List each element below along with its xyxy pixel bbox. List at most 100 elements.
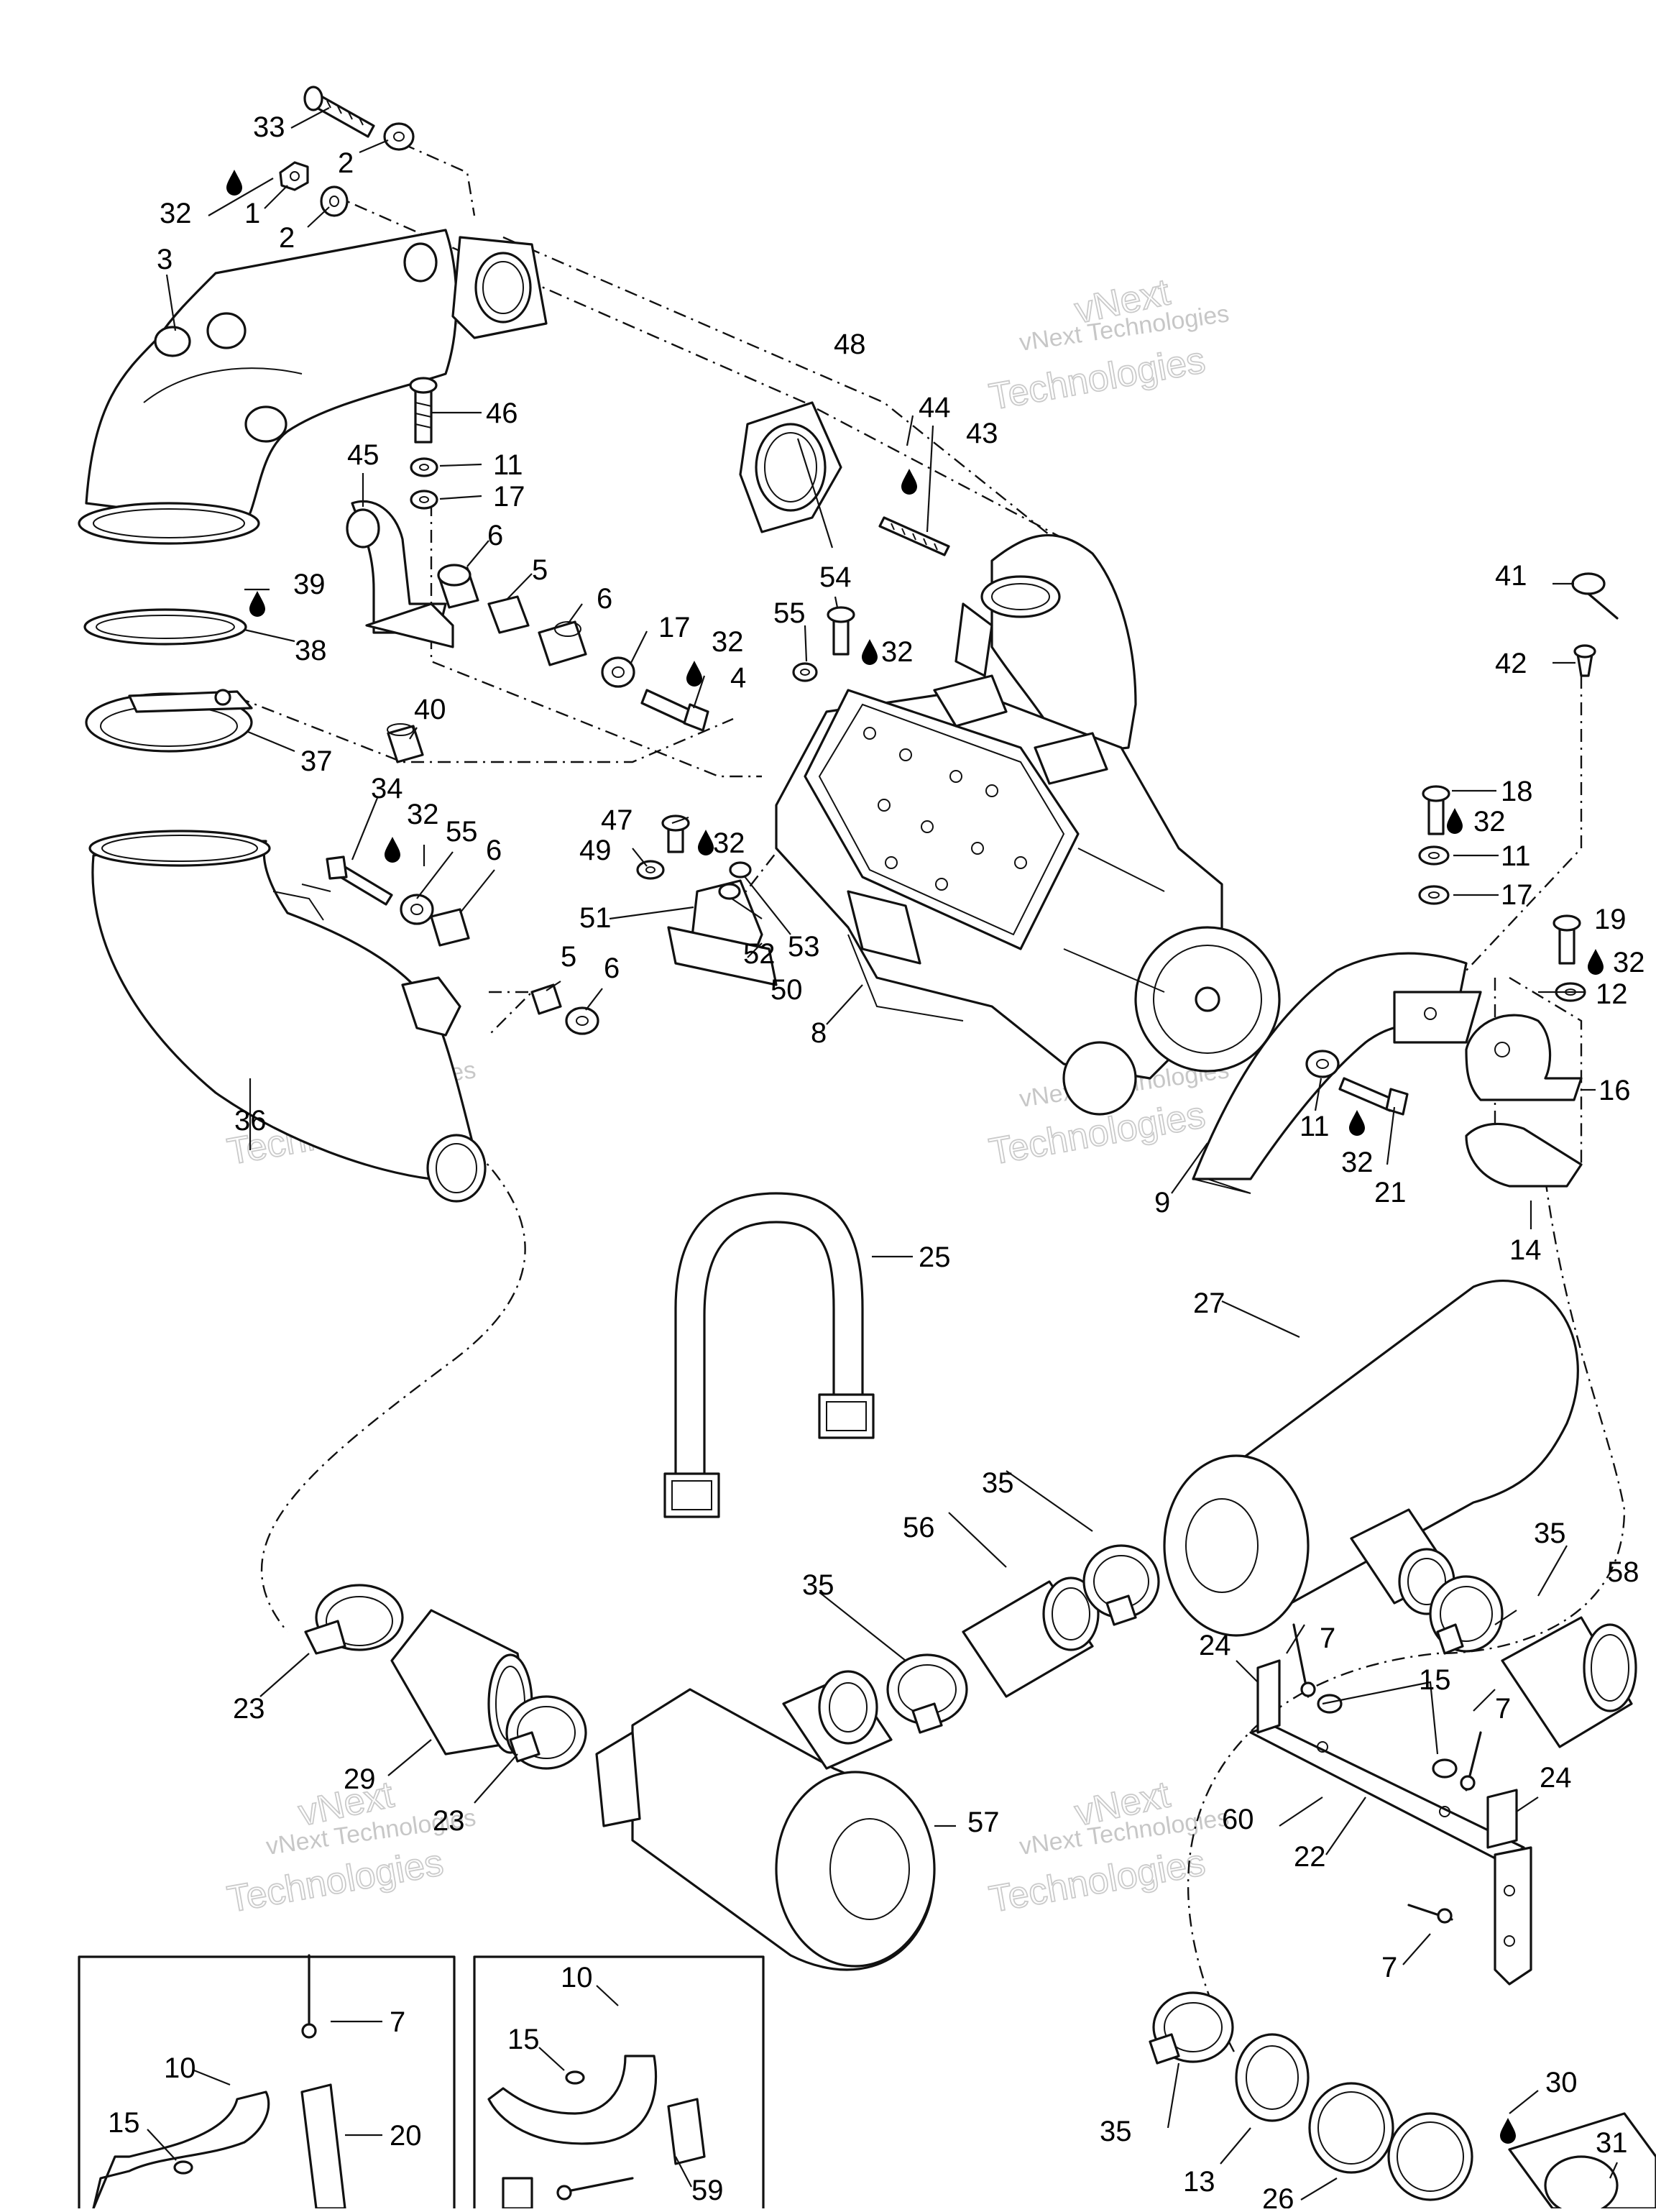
spacer-6a [437,564,479,609]
hose-56 [962,1577,1100,1698]
callout-25: 25 [919,1242,951,1273]
inset-box-left [78,1954,456,2210]
callout-8: 8 [811,1017,827,1049]
callout-3: 3 [157,244,172,275]
svg-text:Technologies: Technologies [224,1842,446,1921]
callout-7: 7 [1495,1693,1511,1725]
washer-52 [718,883,741,900]
callout-7: 7 [390,2006,405,2038]
callout-41: 41 [1495,560,1527,592]
callout-20: 20 [390,2120,422,2152]
callout-46: 46 [486,398,518,429]
grommet-15b [1432,1758,1458,1779]
callout-1: 1 [244,198,260,229]
rivet-7b [1460,1731,1482,1791]
callout-4: 4 [730,662,746,694]
callout-18: 18 [1501,776,1533,807]
grommet-15a [1317,1694,1343,1714]
bolt-21 [1338,1077,1409,1116]
callout-33: 33 [253,111,285,143]
callout-35: 35 [982,1467,1014,1499]
callout-34: 34 [371,773,403,804]
callout-35: 35 [1534,1518,1566,1549]
stud-43 [878,516,950,556]
callout-17: 17 [658,612,691,643]
gasket-26 [1308,2082,1394,2174]
svg-text:Technologies: Technologies [986,1842,1208,1921]
plate-14 [1465,1122,1583,1188]
callout-32: 32 [712,626,744,658]
callout-57: 57 [967,1807,1000,1838]
muffler-27 [1163,1280,1579,1637]
callout-13: 13 [1183,2166,1215,2198]
callout-38: 38 [295,635,327,666]
callout-2: 2 [338,147,354,179]
callout-23: 23 [433,1805,465,1837]
callout-26: 26 [1262,2183,1294,2208]
coupling-13 [1235,2033,1310,2122]
exhaust-manifold [954,533,1137,756]
callout-32: 32 [1613,947,1645,978]
callout-12: 12 [1596,978,1628,1010]
callout-53: 53 [788,931,820,963]
callout-51: 51 [579,902,612,934]
bolt-46 [409,377,438,444]
hose-clamp-35b [1082,1544,1160,1626]
washer-55a [400,894,434,925]
callout-11: 11 [493,449,523,481]
hose-58 [1501,1616,1637,1748]
leader-lines [147,107,1619,2200]
callout-59: 59 [691,2175,724,2206]
callout-6: 6 [487,520,503,551]
washer-49 [636,860,665,880]
callout-30: 30 [1545,2067,1578,2098]
washer-17b [601,656,635,688]
hose-clamp-23a [304,1584,404,1655]
callout-27: 27 [1193,1288,1225,1319]
callout-56: 56 [903,1512,935,1543]
bolt-19 [1552,914,1581,965]
spacer-5a [487,595,530,634]
callout-55: 55 [773,597,806,629]
bolt-47 [661,814,690,853]
callout-5: 5 [532,554,548,586]
callout-60: 60 [1222,1804,1254,1835]
callout-42: 42 [1495,648,1527,679]
bolt-33 [303,86,375,138]
spacer-6c [430,908,470,947]
bracket-45 [346,500,454,648]
washer-11a [410,457,438,477]
clip-41 [1571,572,1619,620]
exhaust-pipe-36 [88,830,487,1203]
washer-2a [383,122,415,151]
callout-58: 58 [1607,1556,1639,1588]
callout-35: 35 [1100,2116,1132,2147]
ring-26b [1387,2112,1473,2201]
hose-clamp-23b [505,1695,587,1770]
callout-17: 17 [1501,879,1533,911]
callout-32: 32 [881,636,914,668]
bolt-34 [326,855,393,906]
callout-6: 6 [597,583,612,615]
callout-40: 40 [414,694,446,725]
callout-23: 23 [233,1693,265,1725]
mount-16 [1465,1014,1583,1101]
callout-32: 32 [713,827,745,859]
callout-32: 32 [1473,806,1506,837]
callout-39: 39 [293,569,326,600]
callout-22: 22 [1294,1841,1326,1873]
washer-53 [729,861,752,878]
washer-17c [1418,885,1450,905]
hose-clamp-35c [1429,1575,1504,1655]
exhaust-elbow [78,229,548,545]
inset-box-right [473,1955,765,2210]
callout-31: 31 [1596,2127,1628,2159]
callout-54: 54 [819,561,852,593]
callout-14: 14 [1509,1234,1542,1266]
bracket-22 [1249,1659,1532,1986]
bolt-4 [640,689,709,732]
callout-15: 15 [507,2024,540,2055]
callout-55: 55 [446,816,478,848]
